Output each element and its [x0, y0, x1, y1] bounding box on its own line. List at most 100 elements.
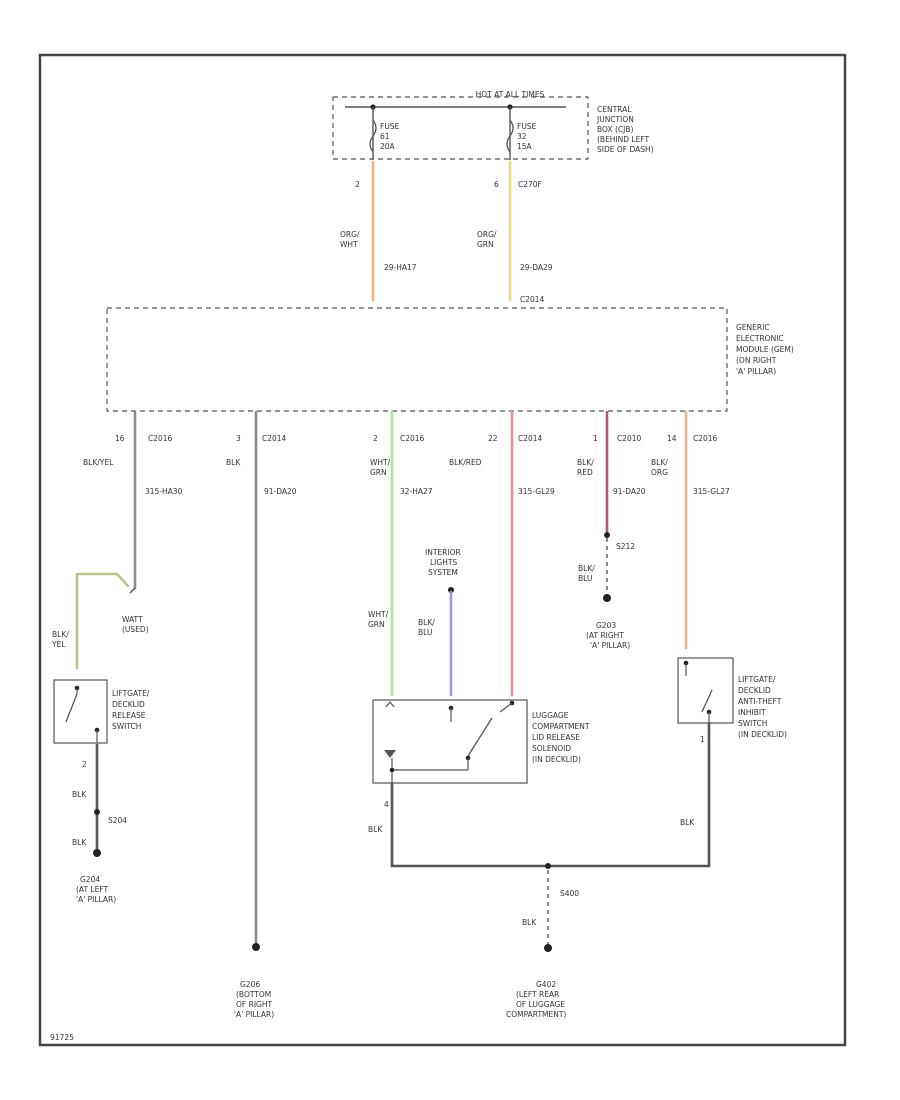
anti-label-4: INHIBIT [738, 708, 766, 717]
ground-g402-symbol [544, 944, 552, 952]
g206-line2: (BOTTOM [236, 990, 271, 999]
fuse2-line2: 32 [517, 132, 527, 141]
cjb-label-2: JUNCTION [596, 115, 634, 124]
wire2-color-1: ORG/ [477, 230, 497, 239]
g203-line1: G203 [596, 621, 616, 630]
out4-connector: C2014 [518, 434, 543, 443]
fuse1-line1: FUSE [380, 122, 400, 131]
cjb-outline [332, 96, 589, 160]
cjb-label-1: CENTRAL [597, 105, 632, 114]
out4-pin: 22 [488, 434, 498, 443]
out3-pin: 2 [373, 434, 378, 443]
interior-lights-connector [448, 587, 454, 593]
fuse1-line2: 61 [380, 132, 390, 141]
g206-line3: OF RIGHT [236, 1000, 272, 1009]
wire1-circuit: 29-HA17 [384, 263, 417, 272]
interior-lights-1: INTERIOR [425, 548, 461, 557]
lug-wire-mid-2: BLU [418, 628, 432, 637]
interior-lights-3: SYSTEM [428, 568, 458, 577]
fuse2-line3: 15A [517, 142, 533, 151]
g402-line4: COMPARTMENT) [506, 1010, 566, 1019]
s212-wire-2: BLU [578, 574, 592, 583]
s204-label: S204 [108, 816, 127, 825]
pin-2-label: 2 [355, 180, 360, 189]
out5-pin: 1 [593, 434, 598, 443]
luggage-compartment-solenoid: LUGGAGE COMPARTMENT LID RELEASE SOLENOID… [372, 699, 590, 784]
g402-line3: OF LUGGAGE [516, 1000, 565, 1009]
liftgate-release-switch: LIFTGATE/ DECKLID RELEASE SWITCH [53, 679, 150, 744]
lug-label-1: LUGGAGE [532, 711, 569, 720]
g402-line1: G402 [536, 980, 556, 989]
lift-label-3: RELEASE [112, 711, 146, 720]
fuse2-line1: FUSE [517, 122, 537, 131]
pin-6-label: 6 [494, 180, 499, 189]
c270f-label: C270F [518, 180, 542, 189]
gem-label-5: 'A' PILLAR) [736, 367, 776, 376]
lift-wire-1: BLK/ [52, 630, 69, 639]
solenoid-switch [467, 717, 493, 757]
anti-wire-bot: BLK [680, 818, 695, 827]
lug-wire-left-2: GRN [368, 620, 385, 629]
lug-label-2: COMPARTMENT [532, 722, 590, 731]
diagram-id: 91725 [50, 1033, 74, 1042]
out3-connector: C2016 [400, 434, 425, 443]
g204-line1: G204 [80, 875, 100, 884]
out2-color: BLK [226, 458, 241, 467]
out1-connector: C2016 [148, 434, 173, 443]
g206-line1: G206 [240, 980, 260, 989]
out3-color-2: GRN [370, 468, 387, 477]
wire1-color-2: WHT [340, 240, 358, 249]
s212-label: S212 [616, 542, 635, 551]
out5-color-1: BLK/ [577, 458, 594, 467]
ground-g206-symbol [252, 943, 260, 951]
diagram-frame [38, 53, 847, 1047]
anti-label-1: LIFTGATE/ [738, 675, 776, 684]
out6-color-2: ORG [651, 468, 668, 477]
anti-theft-inhibit-switch: LIFTGATE/ DECKLID ANTI-THEFT INHIBIT SWI… [677, 657, 787, 739]
wire2-circuit: 29-DA29 [520, 263, 553, 272]
out6-pin: 14 [667, 434, 677, 443]
splice-s400 [545, 863, 551, 869]
g402-line2: (LEFT REAR [516, 990, 559, 999]
out2-connector: C2014 [262, 434, 287, 443]
lug-wire-bot: BLK [368, 825, 383, 834]
g203-line2: (AT RIGHT [586, 631, 624, 640]
g206-line4: 'A' PILLAR) [234, 1010, 274, 1019]
generic-electronic-module: C2014 GENERIC ELECTRONIC MODULE (GEM) (O… [106, 295, 794, 412]
hot-at-all-times-label: HOT AT ALL TIMES [476, 90, 545, 99]
out5-circuit: 91-DA20 [613, 487, 646, 496]
wire2-color-2: GRN [477, 240, 494, 249]
out3-circuit: 32-HA27 [400, 487, 433, 496]
out1-color: BLK/YEL [83, 458, 114, 467]
fuse-32-symbol [506, 119, 514, 153]
cjb-label-4: (BEHIND LEFT [597, 135, 650, 144]
fuse-61-symbol [369, 119, 377, 153]
lug-wire-left-1: WHT/ [368, 610, 389, 619]
out3-color-1: WHT/ [370, 458, 391, 467]
solenoid-diode-icon [384, 750, 396, 758]
watt-label-2: (USED) [122, 625, 149, 634]
g203-line3: 'A' PILLAR) [590, 641, 630, 650]
s212-wire-1: BLK/ [578, 564, 595, 573]
anti-label-6: (IN DECKLID) [738, 730, 787, 739]
out1-circuit: 315-HA30 [145, 487, 183, 496]
out6-connector: C2016 [693, 434, 718, 443]
out4-color: BLK/RED [449, 458, 482, 467]
anti-pin: 1 [700, 735, 705, 744]
wire1-color-1: ORG/ [340, 230, 360, 239]
lug-label-5: (IN DECKLID) [532, 755, 581, 764]
interior-lights-2: LIGHTS [430, 558, 457, 567]
lift-wire-bot: BLK [72, 838, 87, 847]
wire-blk-yel-switch [75, 572, 130, 670]
out6-circuit: 315-GL27 [693, 487, 730, 496]
lift-pin: 2 [82, 760, 87, 769]
out5-connector: C2010 [617, 434, 642, 443]
gem-label-2: ELECTRONIC [736, 334, 784, 343]
gem-top-connector: C2014 [520, 295, 545, 304]
gem-label-3: MODULE (GEM) [736, 345, 794, 354]
lug-wire-mid-1: BLK/ [418, 618, 435, 627]
ground-g204-symbol [93, 849, 101, 857]
anti-label-3: ANTI-THEFT [738, 697, 782, 706]
lug-label-4: SOLENOID [532, 744, 571, 753]
